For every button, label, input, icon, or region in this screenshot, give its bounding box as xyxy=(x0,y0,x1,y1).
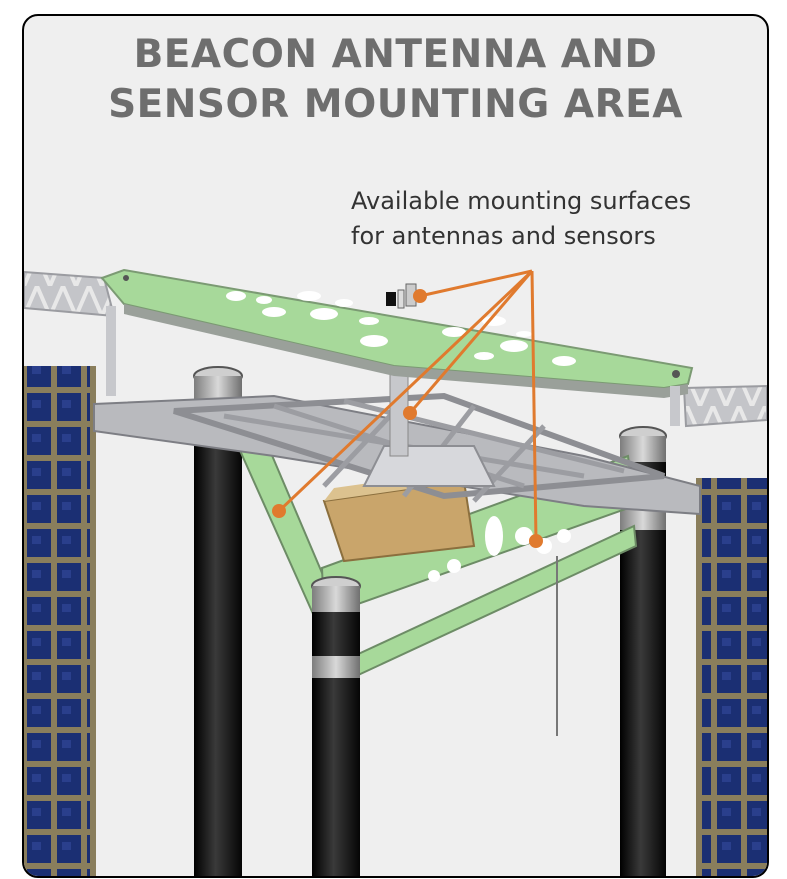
callout-dots xyxy=(272,289,543,548)
support-column-rear-left xyxy=(193,366,243,876)
title-line-2: SENSOR MOUNTING AREA xyxy=(108,82,683,127)
truss-beam-left xyxy=(24,270,116,318)
callout-line-1: Available mounting surfaces xyxy=(351,187,692,215)
solar-panel-left xyxy=(24,366,96,876)
satellite-structure-illustration xyxy=(24,268,767,876)
callout-dot-center xyxy=(403,406,417,420)
figure-title: BEACON ANTENNA AND SENSOR MOUNTING AREA xyxy=(24,30,767,130)
solar-panel-right xyxy=(696,478,767,876)
hanger-right xyxy=(670,386,680,426)
callout-dot-left xyxy=(272,504,286,518)
hanger-left xyxy=(106,306,116,396)
figure-frame: BEACON ANTENNA AND SENSOR MOUNTING AREA … xyxy=(22,14,769,878)
truss-beam-right xyxy=(682,384,767,428)
callout-dot-right xyxy=(529,534,543,548)
antenna-mount xyxy=(386,283,417,309)
callout-dot-top xyxy=(413,289,427,303)
support-column-front xyxy=(311,576,361,876)
callout-label: Available mounting surfaces for antennas… xyxy=(351,184,691,254)
leader-lines xyxy=(277,269,538,542)
title-line-1: BEACON ANTENNA AND xyxy=(133,32,658,77)
callout-line-2: for antennas and sensors xyxy=(351,222,656,250)
